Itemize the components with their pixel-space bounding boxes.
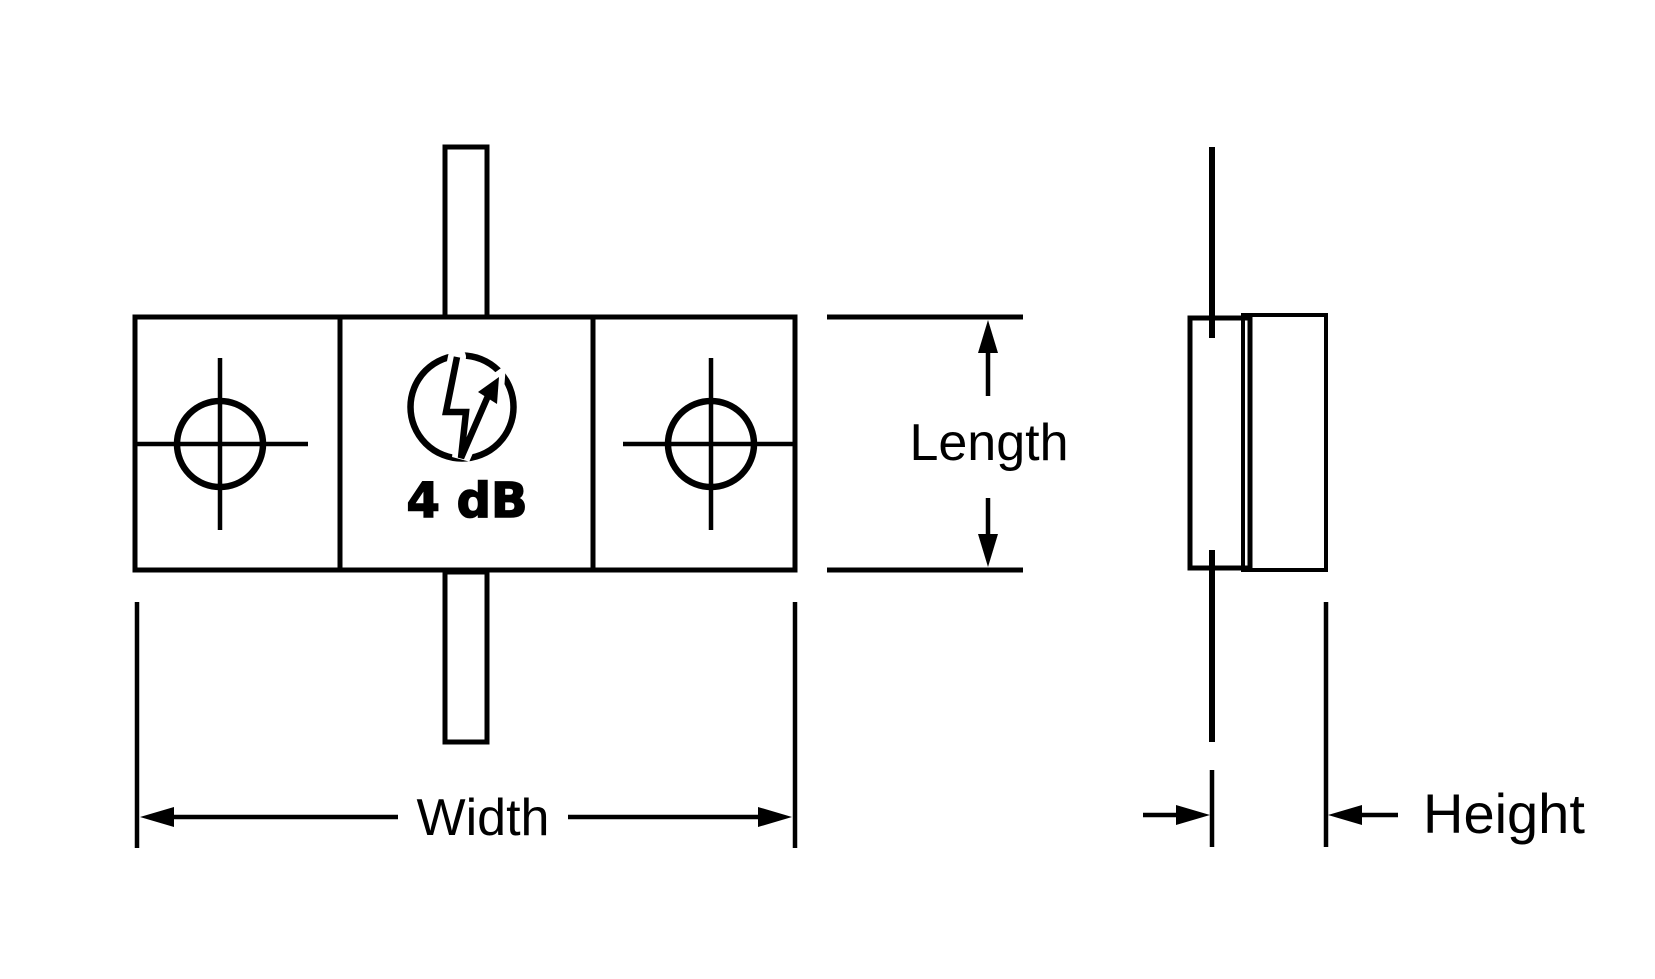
- length-label: Length: [909, 414, 1068, 472]
- height-arrowhead-right-pointing: [1176, 805, 1210, 825]
- length-arrowhead-down: [978, 534, 998, 567]
- side-view: [1187, 147, 1328, 847]
- lightning-bolt-circle-icon: [407, 348, 517, 462]
- width-arrowhead-right: [758, 807, 792, 827]
- height-dimension: Height: [1143, 602, 1585, 847]
- mounting-hole-left: [135, 358, 308, 530]
- length-dimension: Length: [827, 314, 1069, 573]
- side-flange-outline: [1187, 315, 1253, 571]
- side-body-outline: [1241, 313, 1328, 572]
- width-label: Width: [417, 789, 550, 847]
- length-arrowhead-up: [978, 320, 998, 353]
- height-arrowhead-left-pointing: [1328, 805, 1362, 825]
- mounting-hole-right: [623, 358, 795, 530]
- width-dimension: Width: [134, 602, 798, 848]
- icon-bolt-arrowhead: [478, 377, 499, 404]
- width-arrowhead-left: [140, 807, 174, 827]
- icon-bolt: [442, 356, 491, 460]
- attenuation-value-label: 4 dB: [406, 473, 527, 529]
- height-label: Height: [1423, 782, 1585, 845]
- front-view: 4 dB: [132, 144, 798, 745]
